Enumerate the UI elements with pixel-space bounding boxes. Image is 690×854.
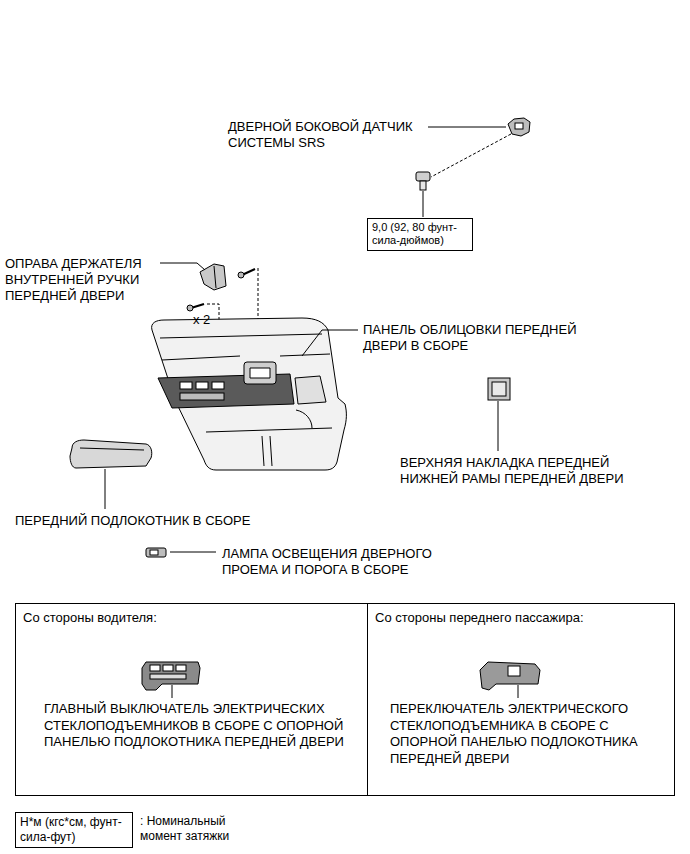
part-label: ДВЕРНОЙ БОКОВОЙ ДАТЧИК СИСТЕМЫ SRS	[228, 119, 433, 151]
panel-detail	[296, 410, 312, 428]
bezel-cover	[200, 264, 226, 290]
switch-detail	[212, 382, 224, 389]
table-heading: Со стороны переднего пассажира:	[375, 610, 584, 626]
leader-line	[160, 263, 205, 270]
leader-line	[302, 330, 358, 356]
handle-bezel	[244, 362, 276, 384]
leader-line	[423, 191, 424, 217]
dashed-line	[431, 134, 511, 177]
sensor-detail	[515, 123, 523, 129]
switch-button	[150, 665, 160, 671]
switch-detail	[180, 382, 192, 389]
leader-line	[170, 552, 216, 553]
master-switch	[142, 662, 200, 690]
screw-head	[187, 305, 193, 311]
part-detail	[214, 266, 216, 288]
part-label: ЛАМПА ОСВЕЩЕНИЯ ДВЕРНОГО ПРОЕМА И ПОРОГА…	[222, 546, 457, 578]
courtesy-lamp	[146, 548, 166, 557]
switch-detail	[196, 382, 208, 389]
armrest	[70, 440, 152, 468]
torque-value: 9,0 (92, 80 фунт-сила-дюймов)	[368, 219, 472, 249]
table-heading: Со стороны водителя:	[23, 610, 157, 626]
part-label: ПАНЕЛЬ ОБЛИЦОВКИ ПЕРЕДНЕЙ ДВЕРИ В СБОРЕ	[363, 322, 603, 354]
garnish	[488, 378, 510, 400]
switch-detail	[180, 393, 224, 400]
part-name: ГЛАВНЫЙ ВЫКЛЮЧАТЕЛЬ ЭЛЕКТРИЧЕСКИХ СТЕКЛО…	[44, 701, 364, 751]
torque-box: 9,0 (92, 80 фунт-сила-дюймов)	[367, 218, 473, 251]
table-cell: Со стороны водителя: ГЛАВНЫЙ ВЫКЛЮЧАТЕЛЬ …	[15, 603, 368, 796]
srs-sensor	[508, 118, 530, 136]
switch-button	[163, 665, 173, 671]
panel-detail	[295, 376, 326, 404]
leader-line	[105, 469, 106, 509]
panel-detail	[206, 428, 332, 432]
quantity-label: x 2	[193, 312, 217, 328]
screw-head	[238, 272, 244, 278]
part-label: ВЕРХНЯЯ НАКЛАДКА ПЕРЕДНЕЙ НИЖНЕЙ РАМЫ ПЕ…	[400, 455, 645, 487]
table-cell: Со стороны переднего пассажира: ПЕРЕКЛЮЧА…	[368, 603, 675, 796]
garnish-detail	[492, 382, 506, 396]
legend-sample: Н*м (кгс*см, фунт-сила-фут)	[15, 812, 133, 848]
leader-line	[518, 685, 519, 698]
lamp-lens	[150, 550, 158, 555]
part-label: ПЕРЕДНИЙ ПОДЛОКОТНИК В СБОРЕ	[15, 513, 335, 529]
switch-button	[508, 666, 520, 676]
bolt-shank	[420, 181, 426, 190]
switch-button	[150, 674, 186, 679]
bolt-head	[416, 172, 430, 181]
panel-detail	[262, 436, 272, 466]
legend: Н*м (кгс*см, фунт-сила-фут): Номинальный…	[15, 812, 265, 848]
armrest-detail	[80, 448, 144, 450]
panel-detail	[162, 354, 330, 360]
door-trim-panel	[152, 318, 347, 470]
leader-line	[428, 127, 506, 128]
panel-detail	[160, 334, 322, 338]
leader-line	[172, 685, 173, 698]
part-name: ПЕРЕКЛЮЧАТЕЛЬ ЭЛЕКТРИЧЕСКОГО СТЕКЛОПОДЪЕ…	[390, 701, 655, 767]
legend-text: : Номинальный момент затяжки	[140, 814, 260, 844]
part-label: ОПРАВА ДЕРЖАТЕЛЯ ВНУТРЕННЕЙ РУЧКИ ПЕРЕДН…	[5, 256, 163, 304]
switch-button	[176, 665, 186, 671]
leader-line	[498, 401, 499, 451]
inner-handle	[250, 368, 270, 378]
passenger-switch	[480, 662, 540, 690]
